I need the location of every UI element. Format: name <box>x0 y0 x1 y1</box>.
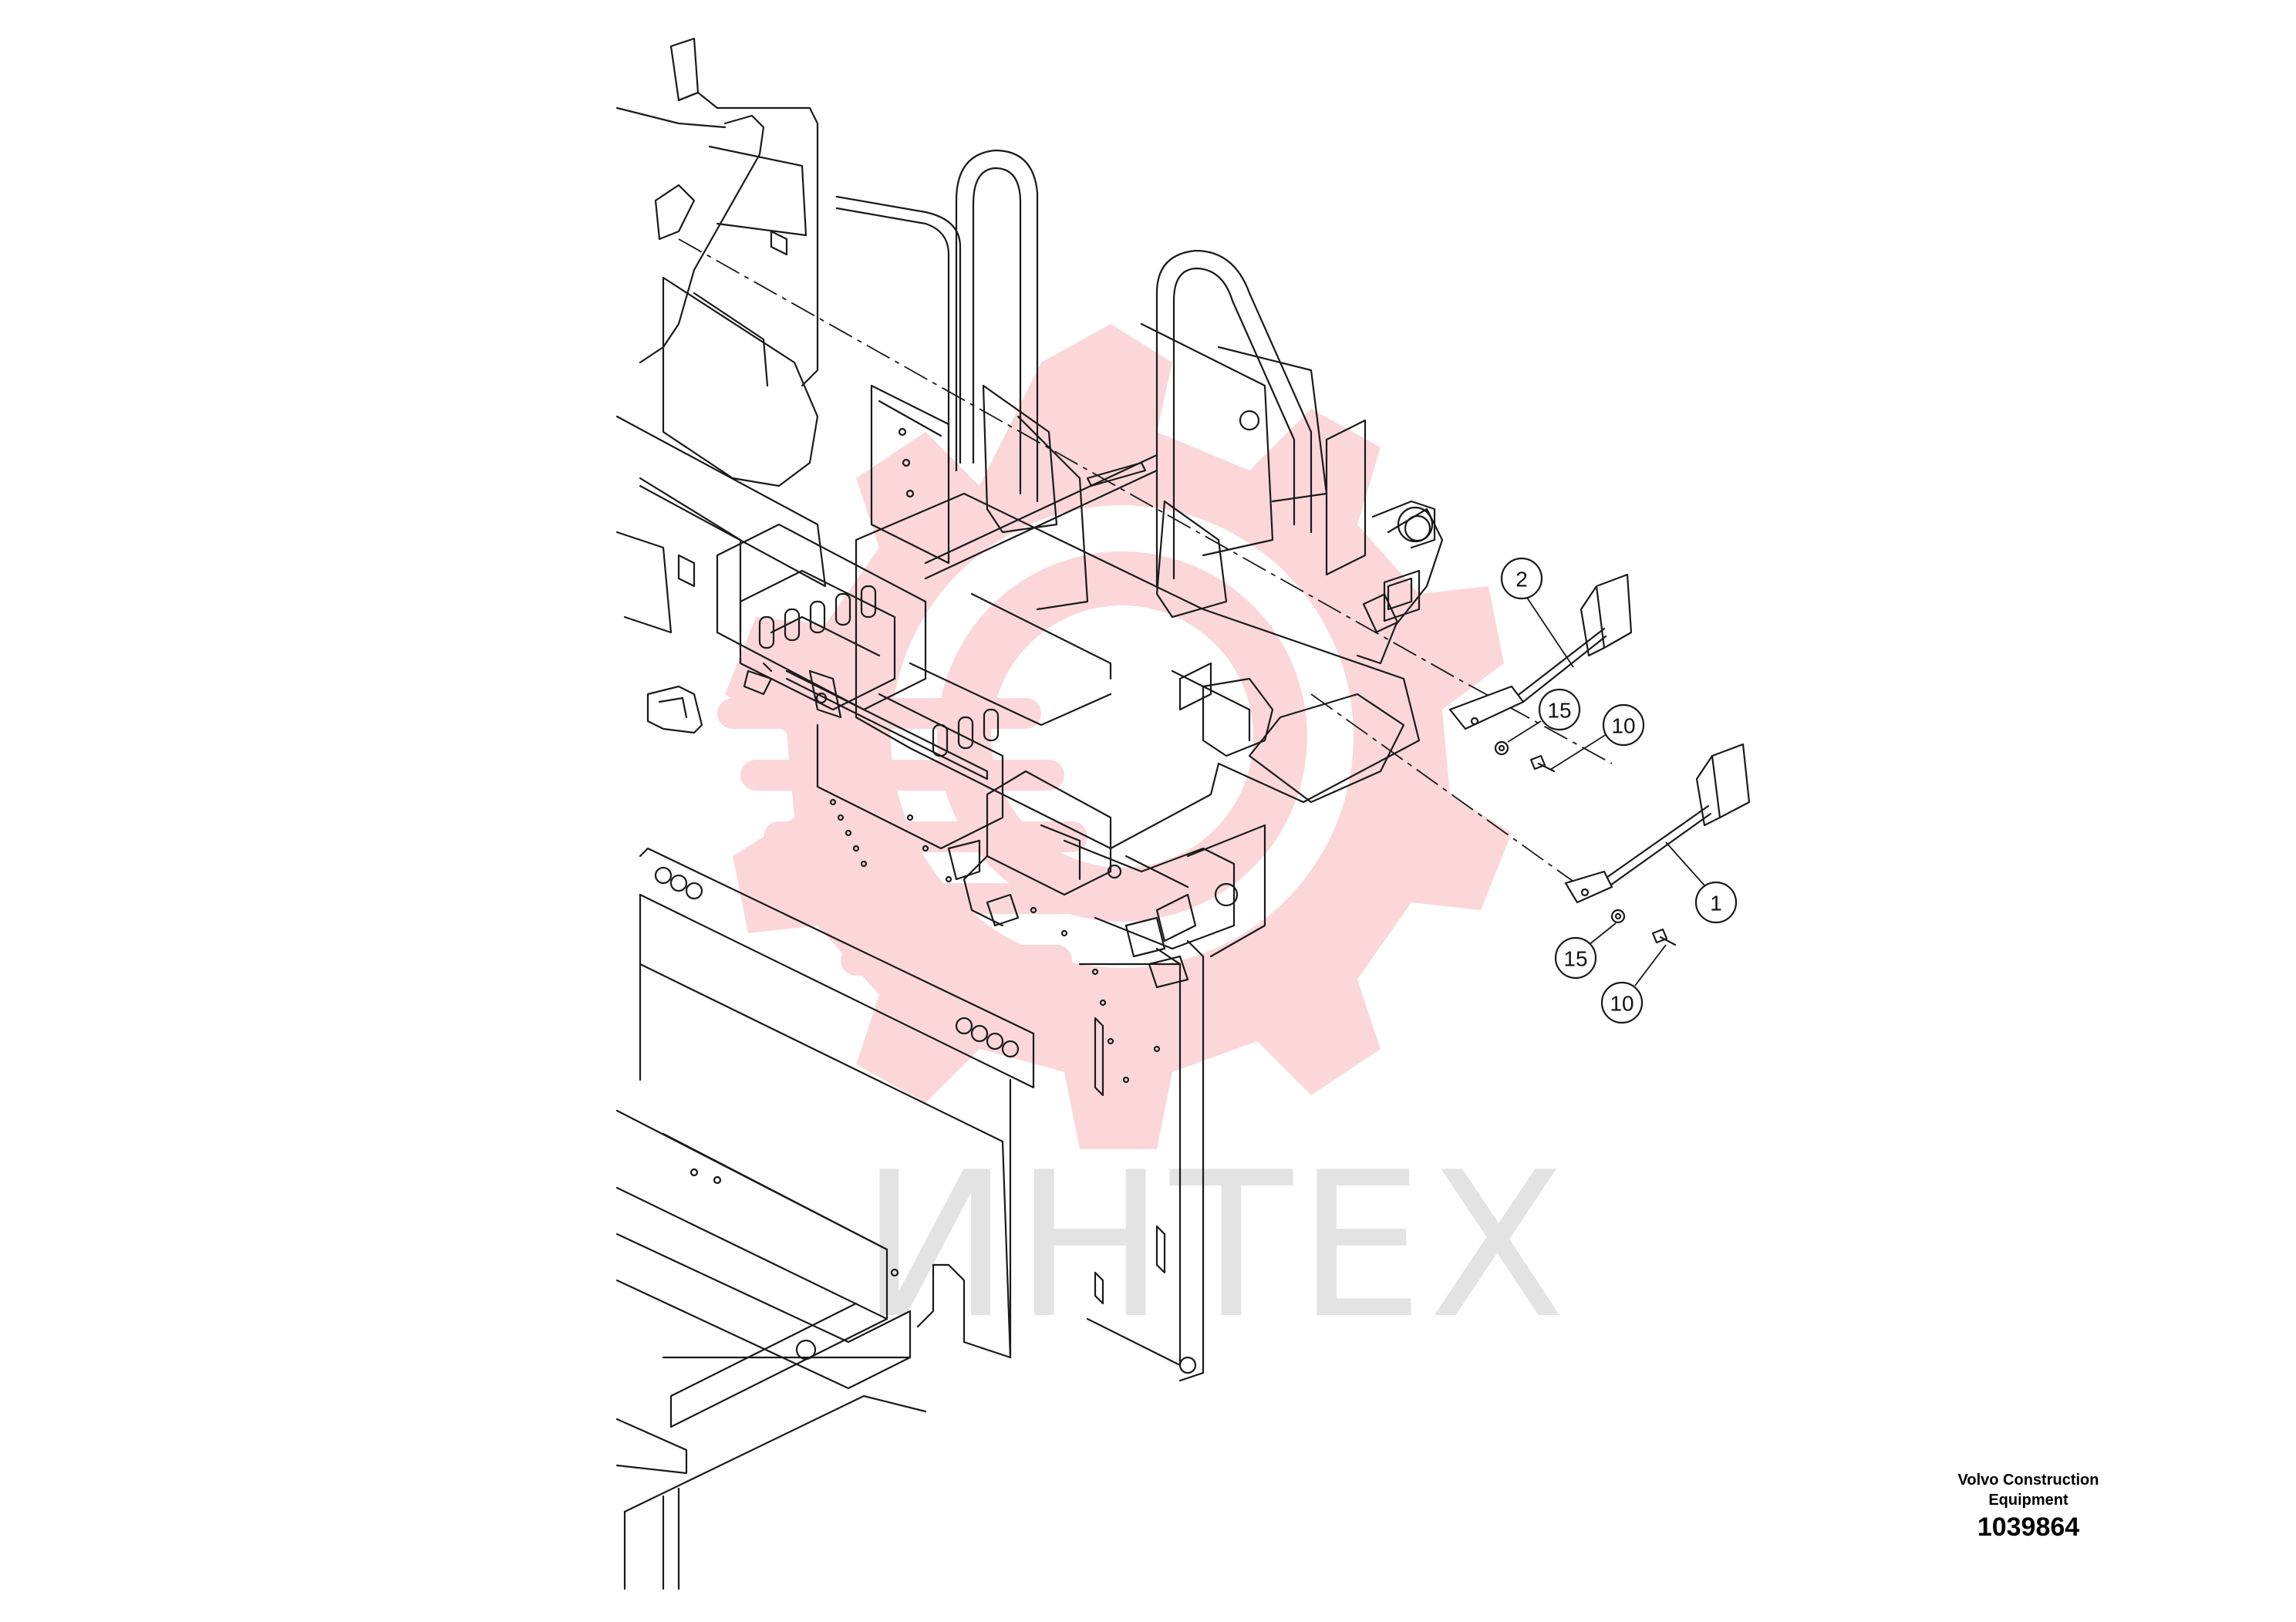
callout-circle <box>1694 881 1738 924</box>
callout-label: 2 <box>1515 568 1528 592</box>
callout-circle <box>1538 688 1581 731</box>
callout-label: 10 <box>1610 992 1633 1016</box>
assembly-centerlines <box>678 238 1613 888</box>
part-2-lever <box>1448 573 1633 730</box>
mounting-holes <box>829 798 1161 1084</box>
callout-circle <box>1600 981 1644 1024</box>
part-15-washer-lower <box>1610 909 1626 924</box>
callout-label: 10 <box>1611 714 1635 738</box>
watermark-gear-icon <box>717 324 1512 1149</box>
callout-label: 1 <box>1710 892 1722 916</box>
callout-circle <box>1554 936 1597 980</box>
machine-frame-drawing <box>615 37 1444 1590</box>
callout-circle <box>1602 703 1645 747</box>
platform-grating <box>716 523 1004 850</box>
part-10-bolt-lower <box>1651 928 1677 946</box>
part-10-bolt-upper <box>1529 754 1556 773</box>
manufacturer-label: Volvo Construction Equipment <box>1957 1472 2099 1509</box>
callout-label: 15 <box>1563 947 1587 971</box>
drawing-number: 1039864 <box>1977 1512 2080 1542</box>
watermark-text: ИНТЕХ <box>860 1130 1570 1363</box>
part-15-washer-upper <box>1494 740 1509 756</box>
part-1-lever <box>1564 743 1751 904</box>
callout-circle <box>1500 557 1543 600</box>
handrail <box>835 149 1313 588</box>
callout-label: 15 <box>1547 699 1571 723</box>
callouts: 2 15 10 1 15 10 <box>1500 557 1738 1024</box>
